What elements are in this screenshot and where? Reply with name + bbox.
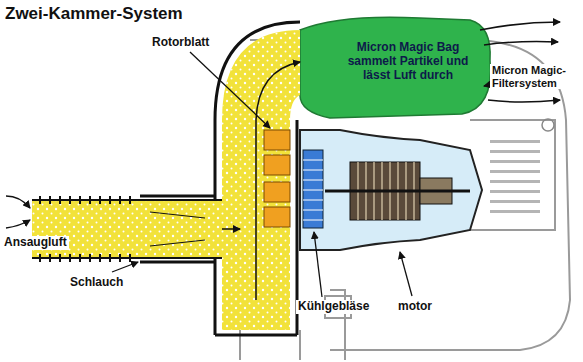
part-label: Schlauch bbox=[68, 276, 125, 290]
diagram-title: Zwei-Kammer-System bbox=[5, 4, 183, 24]
airflow-arrows bbox=[160, 62, 300, 300]
housing-wall bbox=[215, 22, 300, 335]
cooling-fan bbox=[303, 150, 323, 228]
grill-slots bbox=[490, 140, 540, 213]
motor-housing bbox=[300, 130, 482, 250]
exhaust-arrows bbox=[480, 22, 560, 102]
part-label: Micron Magic-Filtersystem bbox=[490, 64, 580, 89]
motor-armature bbox=[325, 162, 470, 220]
switch-symbol bbox=[542, 119, 554, 131]
rotor-blade bbox=[264, 130, 290, 227]
leader-line bbox=[6, 52, 493, 297]
filter-bag bbox=[300, 17, 490, 118]
bag-label-box: Micron Magic Bag sammelt Partikel und lä… bbox=[336, 40, 480, 82]
air-chamber bbox=[222, 30, 300, 330]
part-label: Rotorblatt bbox=[150, 36, 211, 50]
flow-label: Ansaugluft bbox=[2, 236, 69, 250]
part-label: motor bbox=[396, 300, 434, 314]
hose bbox=[32, 196, 222, 262]
node-text: Micron Magic Bag sammelt Partikel und lä… bbox=[336, 40, 480, 82]
part-label: Kühlgebläse bbox=[296, 300, 371, 314]
